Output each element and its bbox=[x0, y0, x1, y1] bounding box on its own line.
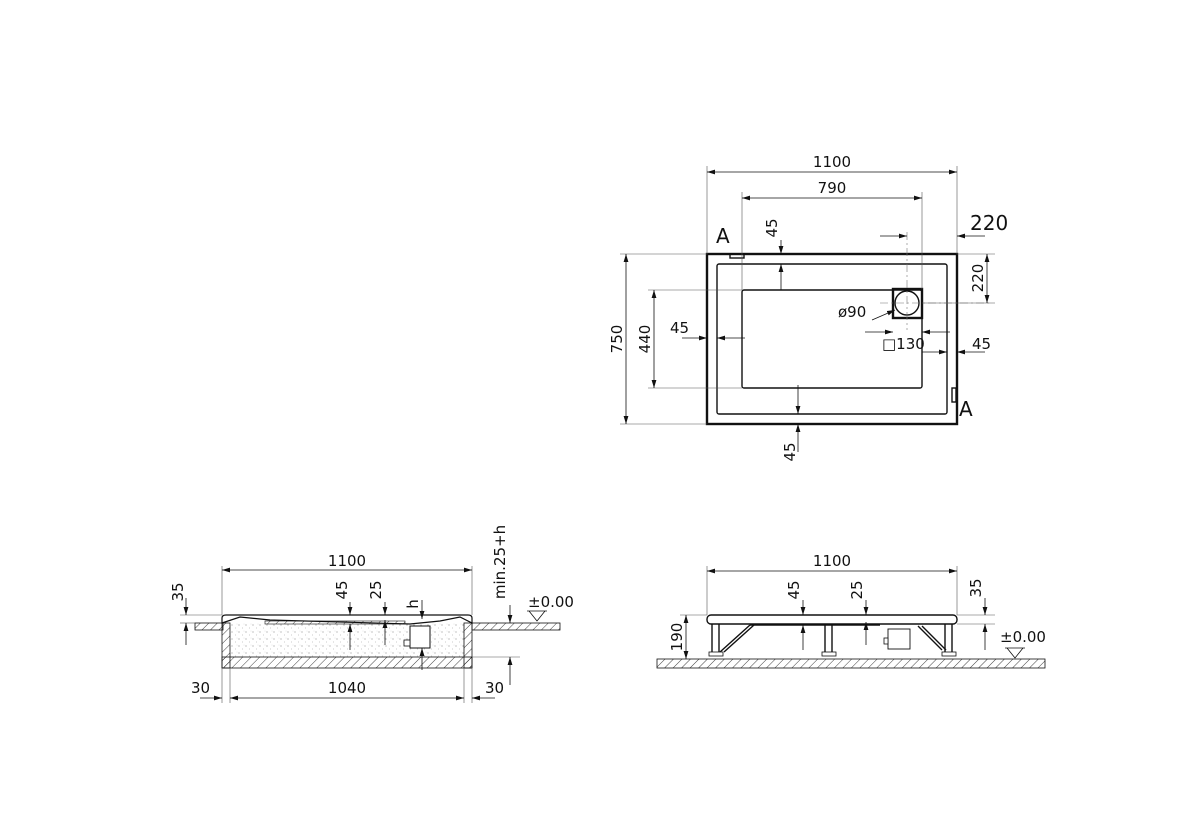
dim-wall-left: 30 bbox=[191, 679, 210, 697]
dim-slope-45: 45 bbox=[333, 580, 351, 599]
dim-rim-right: 45 bbox=[972, 335, 991, 353]
section-marker-a-top: A bbox=[716, 224, 730, 248]
dim-rim-bottom: 45 bbox=[781, 442, 799, 461]
dim-inner-width: 440 bbox=[636, 325, 654, 354]
dim-inner-length: 1040 bbox=[328, 679, 366, 697]
dim-h: h bbox=[404, 599, 422, 609]
dim-overall-length: 1100 bbox=[813, 153, 851, 171]
dim-inner-length: 790 bbox=[818, 179, 847, 197]
dim-overall-width: 750 bbox=[608, 325, 626, 354]
section-marker-a-bottom: A bbox=[959, 397, 973, 421]
section-installed-view: 1100 45 25 h 35 min.25+h ±0.00 30 1040 3… bbox=[169, 525, 574, 703]
dim-overall-length: 1100 bbox=[813, 552, 851, 570]
dim-rim-left: 45 bbox=[670, 319, 689, 337]
plan-view: 1100 790 220 220 45 A A 750 440 45 bbox=[608, 153, 1008, 462]
dim-slope-25: 25 bbox=[848, 580, 866, 599]
dim-min-depth: min.25+h bbox=[491, 525, 509, 599]
dim-rim-top: 45 bbox=[763, 218, 781, 237]
level-marker: ±0.00 bbox=[528, 593, 574, 611]
dim-drain-diameter: ø90 bbox=[838, 303, 866, 321]
dim-height: 190 bbox=[668, 623, 686, 652]
dim-drain-offset-y: 220 bbox=[969, 264, 987, 293]
dim-overall-length: 1100 bbox=[328, 552, 366, 570]
dim-rim-35: 35 bbox=[169, 582, 187, 601]
dim-drain-box: □130 bbox=[882, 335, 925, 353]
dim-slope-25: 25 bbox=[367, 580, 385, 599]
section-legs-view: 1100 45 25 35 190 ±0.00 bbox=[656, 552, 1046, 669]
dim-drain-offset-x: 220 bbox=[970, 211, 1008, 235]
dim-slope-45: 45 bbox=[785, 580, 803, 599]
level-marker: ±0.00 bbox=[1000, 628, 1046, 646]
dim-rim-35: 35 bbox=[967, 578, 985, 597]
dim-wall-right: 30 bbox=[485, 679, 504, 697]
